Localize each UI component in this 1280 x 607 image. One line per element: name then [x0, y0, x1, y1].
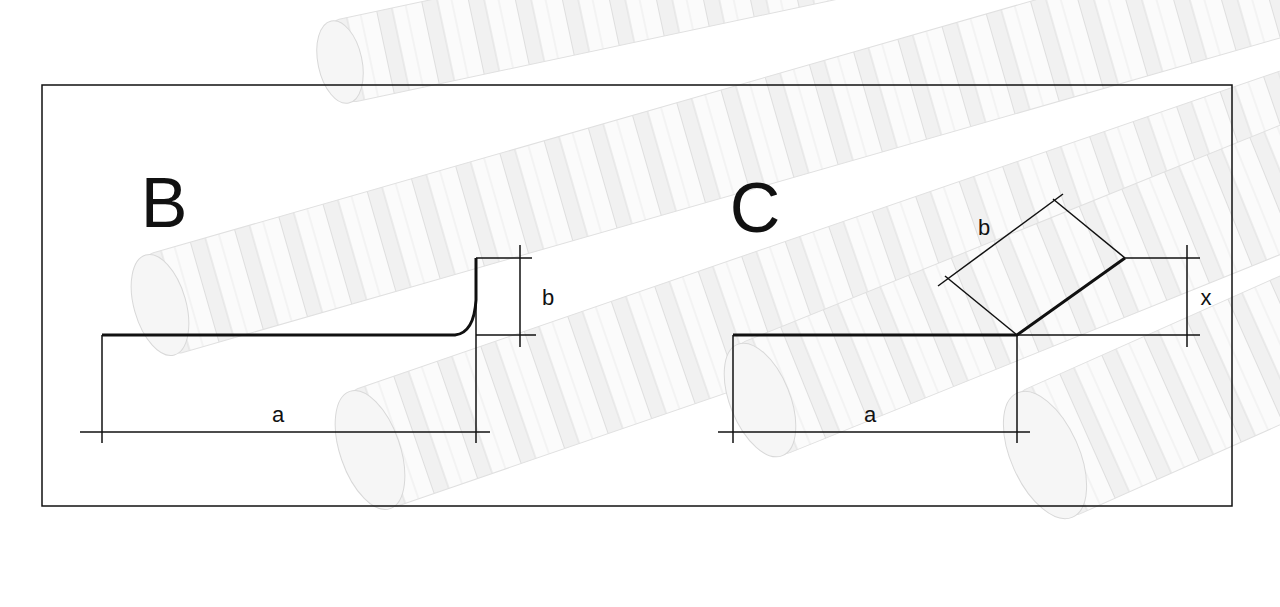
view-letter: C [730, 173, 781, 243]
dimension-label: a [864, 404, 876, 426]
dimension-label: x [1201, 287, 1212, 309]
dimension-label: b [542, 287, 554, 309]
view-letter: B [141, 168, 188, 238]
dimension-label: b [978, 217, 990, 239]
bar-shape-c [733, 258, 1125, 335]
frame [42, 85, 1232, 506]
dimension-label: a [272, 404, 284, 426]
rebar [986, 108, 1280, 531]
dimension-lines-b [80, 245, 536, 443]
bar-shape-b [102, 258, 476, 335]
dimension-lines-c [718, 194, 1200, 443]
